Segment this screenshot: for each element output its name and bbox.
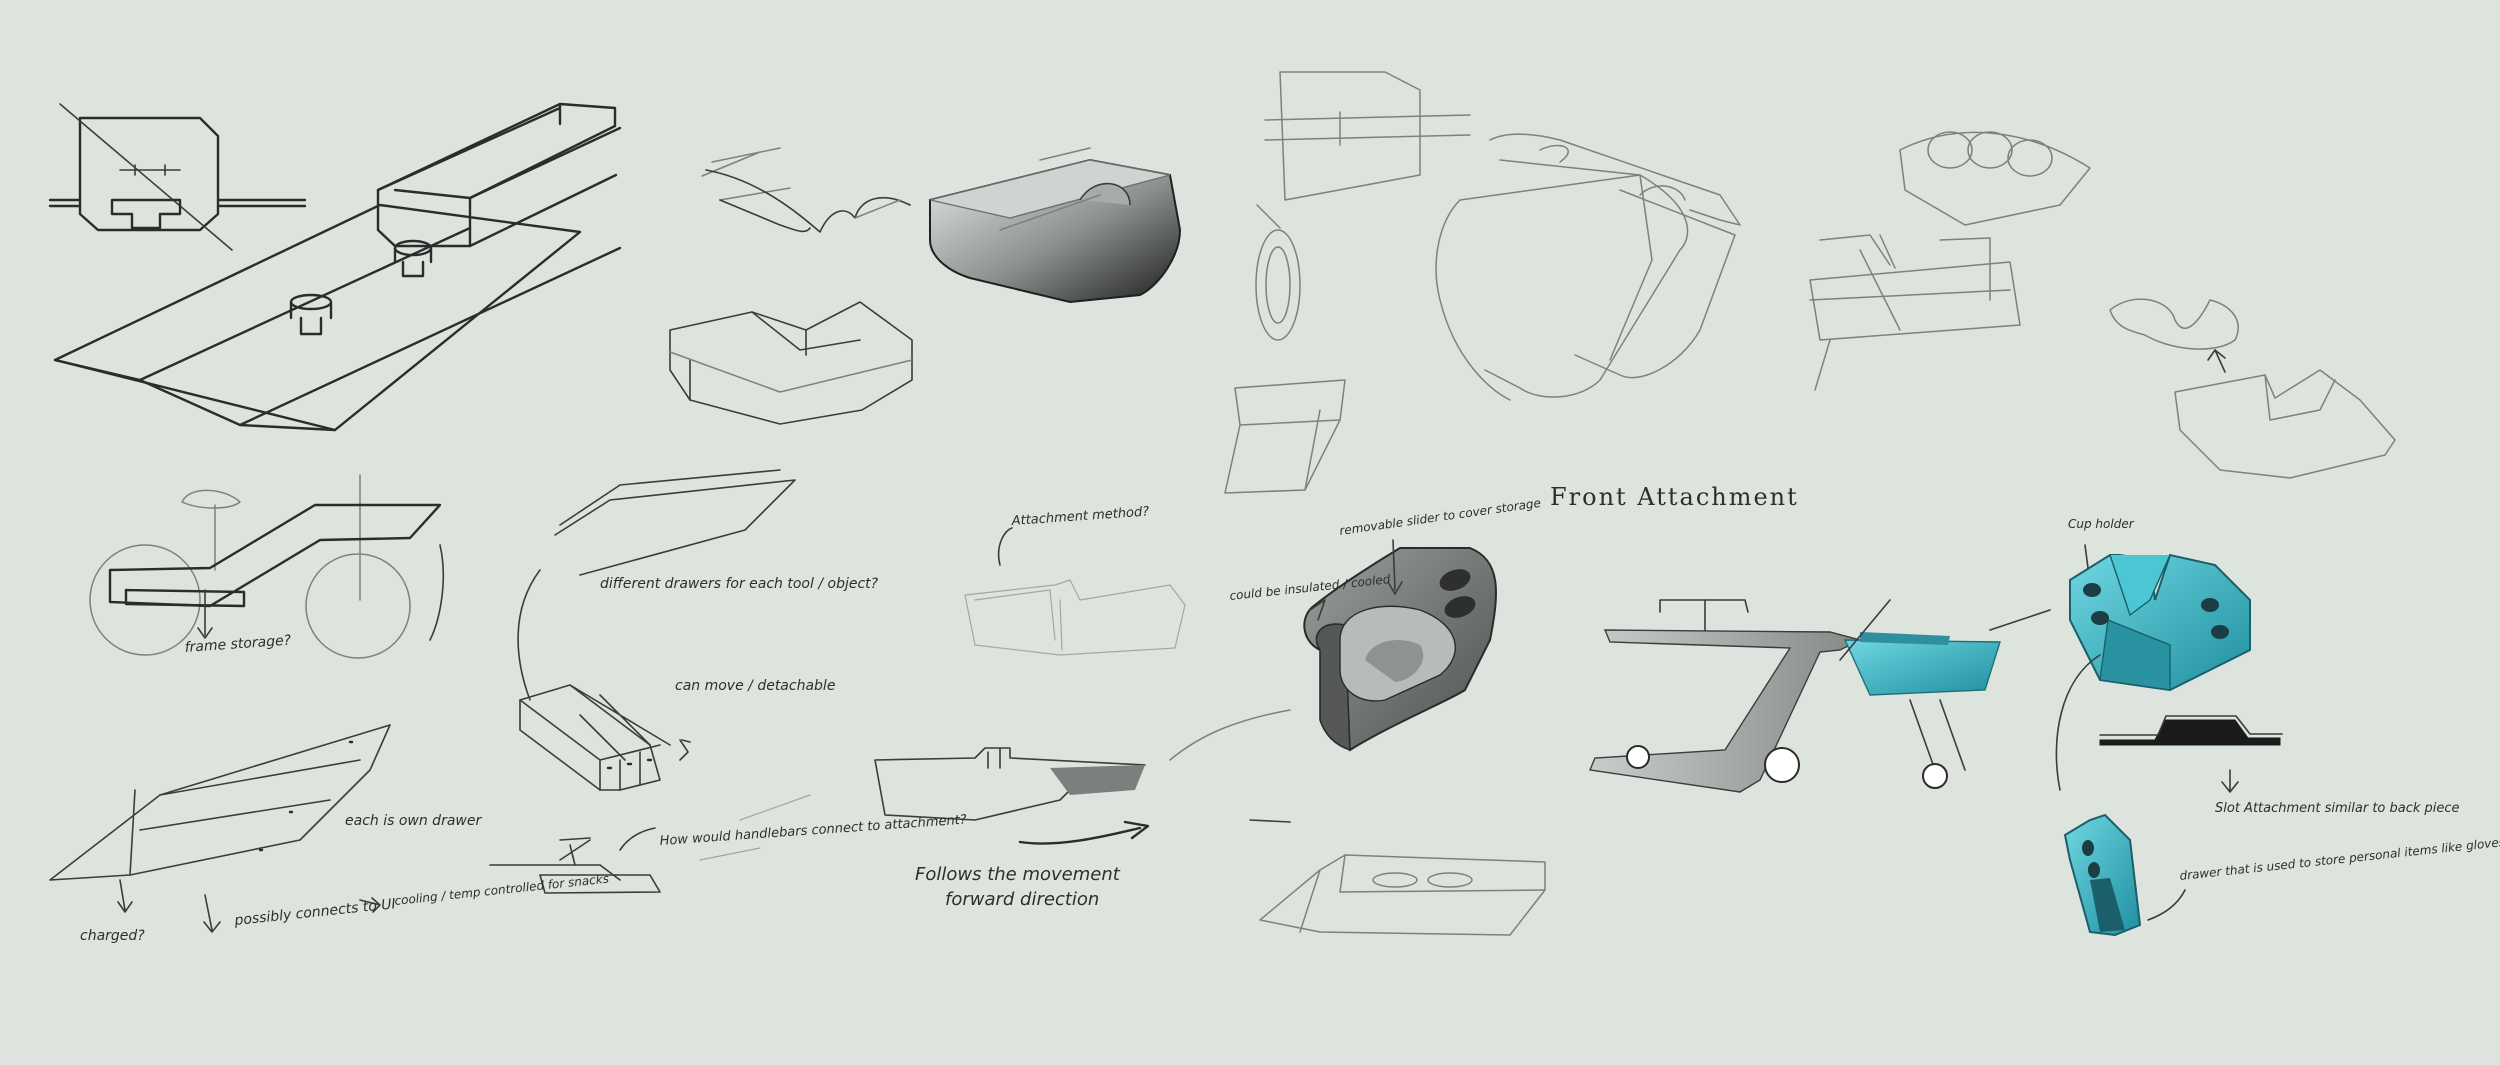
note-frame-storage: frame storage?	[184, 633, 292, 656]
tray-box-sketch	[669, 301, 913, 425]
stacked-blocks-pencil-sketch	[1809, 131, 2396, 479]
teal-cupholder-render	[2055, 544, 2251, 791]
note-possibly-connects: possibly connects to UI	[233, 896, 397, 929]
attachment-method-sketch	[964, 527, 1186, 656]
rendered-box	[929, 147, 1182, 304]
note-handlebars: How would handlebars connect to attachme…	[659, 813, 967, 849]
note-charged: charged?	[80, 928, 145, 944]
rail-slot-sketch	[48, 102, 622, 432]
note-drawer-personal: drawer that is used to store personal it…	[2179, 827, 2500, 883]
large-drawer-sketch	[49, 724, 391, 933]
drawer-tray-sketch	[517, 469, 796, 701]
teal-drawer-render	[2063, 813, 2186, 937]
handlebar-attachment-sketch	[489, 794, 811, 894]
note-each-own-drawer: each is own drawer	[345, 813, 482, 829]
note-attachment-method: Attachment method?	[1010, 504, 1149, 529]
note-different-drawers-1: different drawers for each tool / object…	[600, 576, 879, 592]
drawer-modules-sketch	[519, 684, 691, 791]
grey-cupholder-render	[1303, 539, 1497, 752]
wave-channel-sketch	[701, 147, 911, 233]
bike-frame-drawer-sketch	[89, 474, 445, 659]
slot-profile-render	[2099, 715, 2283, 793]
note-cup-holder: Cup holder	[2068, 517, 2135, 531]
lower-tray-pencil	[1249, 819, 1546, 936]
note-slot-attachment: Slot Attachment similar to back piece	[2215, 801, 2460, 816]
note-can-move: can move / detachable	[675, 678, 835, 694]
note-removable-slider: removable slider to cover storage	[1338, 496, 1541, 538]
cupholder-pencil-sketch	[1224, 71, 1741, 494]
front-attachment-title: Front Attachment	[1550, 483, 1799, 511]
note-follows-movement-1: Follows the movement	[915, 864, 1121, 885]
note-follows-movement-2: forward direction	[945, 889, 1099, 910]
arrow-attachment-sketch	[874, 709, 1291, 845]
note-cooling-drawer: cooling / temp controlled for snacks	[394, 872, 610, 908]
front-attachment-render	[1589, 599, 2051, 793]
